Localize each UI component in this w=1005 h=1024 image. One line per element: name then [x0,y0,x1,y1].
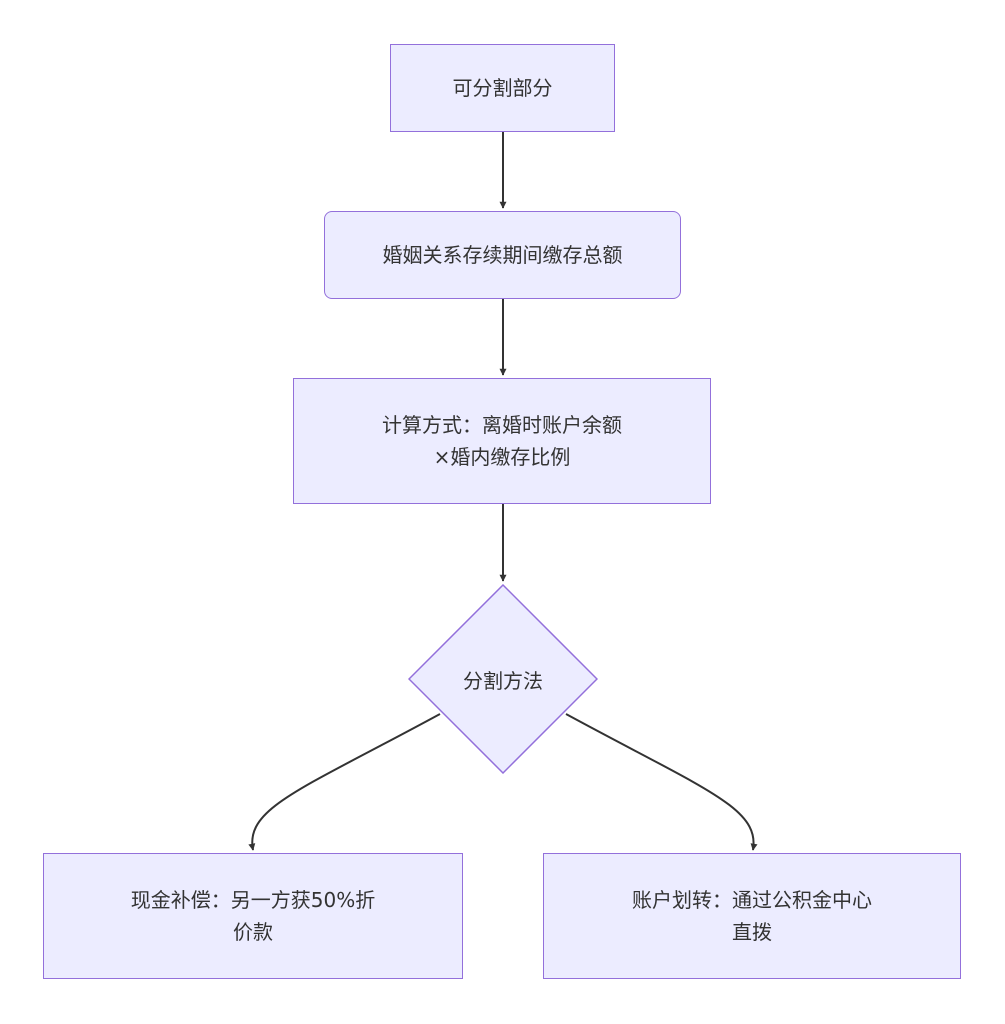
edge-n4-n6 [565,713,758,851]
node-division-method-decision: 分割方法 [407,583,599,775]
decision-diamond-shape [407,583,599,775]
node-account-transfer: 账户划转：通过公积金中心 直拨 [543,853,961,979]
node-cash-compensation-line-2: 价款 [232,920,273,944]
node-account-transfer-line-1: 账户划转：通过公积金中心 [632,888,872,912]
node-marital-contribution-total-label: 婚姻关系存续期间缴存总额 [382,243,623,267]
node-divisible-portion-label: 可分割部分 [452,76,553,100]
node-divisible-portion: 可分割部分 [390,44,615,132]
node-calculation-method-line-1: 计算方式：离婚时账户余额 [382,413,622,437]
node-calculation-method-line-2: ×婚内缴存比例 [433,445,571,469]
node-division-method-label: 分割方法 [463,668,543,693]
node-calculation-method: 计算方式：离婚时账户余额 ×婚内缴存比例 [293,378,711,504]
node-cash-compensation-line-1: 现金补偿：另一方获50%折 [130,888,376,912]
node-account-transfer-line-2: 直拨 [732,920,772,944]
node-marital-contribution-total: 婚姻关系存续期间缴存总额 [324,211,681,299]
node-cash-compensation: 现金补偿：另一方获50%折 价款 [43,853,463,979]
edge-n4-n5 [248,713,441,851]
